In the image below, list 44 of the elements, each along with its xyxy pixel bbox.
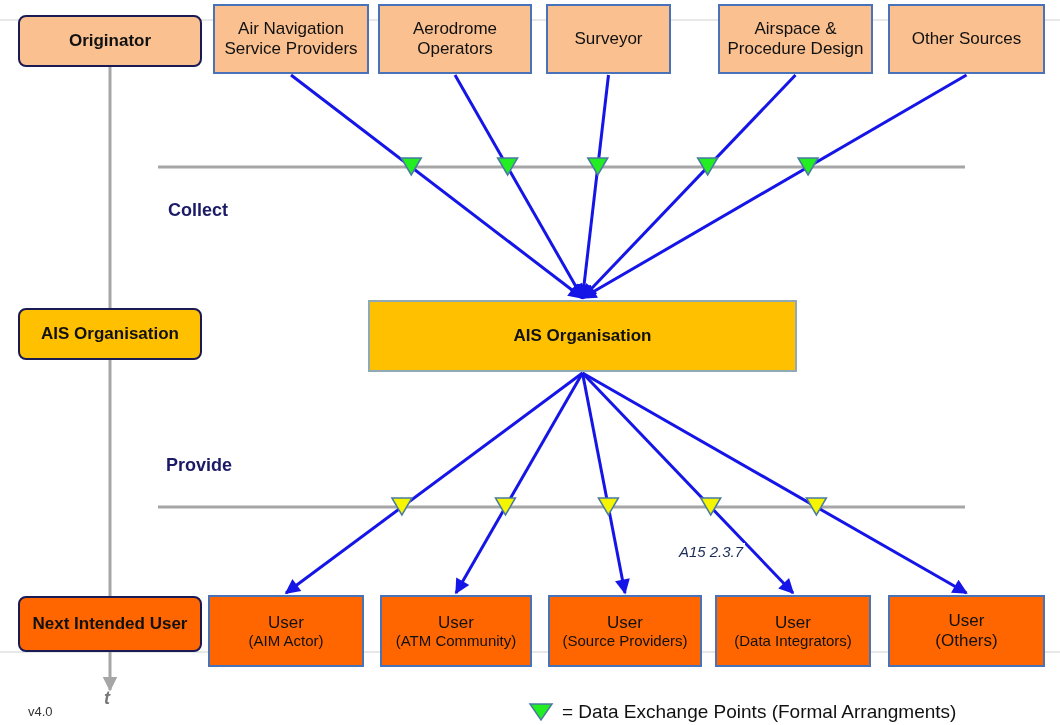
arrow: [581, 73, 968, 300]
node-label: User: [948, 611, 985, 631]
role-box: [18, 308, 202, 360]
arrow: [576, 74, 610, 300]
node-subtitle: (Data Integrators): [734, 632, 852, 650]
arrow: [453, 74, 584, 300]
role-box: [18, 15, 202, 67]
node-label: AIS Organisation: [41, 324, 179, 344]
arrow: [581, 371, 968, 595]
version-label: v4.0: [28, 704, 53, 719]
node-label: Other Sources: [911, 29, 1022, 49]
originator-box: [546, 4, 671, 74]
node-label: User: [607, 612, 643, 633]
originator-box: [378, 4, 532, 74]
user-box: [380, 595, 532, 667]
node-label: Aerodrome Operators: [411, 19, 499, 59]
role-box: [18, 596, 202, 652]
originator-box: [718, 4, 873, 74]
arrow: [581, 372, 630, 595]
node-subtitle: (Others): [935, 631, 998, 651]
user-box: [715, 595, 871, 667]
node-label: Airspace & Procedure Design: [726, 19, 865, 59]
node-subtitle: (ATM Community): [395, 632, 517, 650]
node-label: Air Navigation Service Providers: [223, 19, 359, 59]
node-label: Originator: [68, 31, 152, 51]
user-box: [888, 595, 1045, 667]
node-label: User: [775, 612, 811, 633]
originator-box: [888, 4, 1045, 74]
node-subtitle: (Source Providers): [562, 632, 688, 650]
phase-label: Provide: [166, 455, 233, 476]
node-subtitle: (AIM Actor): [248, 632, 324, 650]
node-label: User: [268, 612, 304, 633]
arrow: [454, 372, 584, 595]
user-box: [208, 595, 364, 667]
phase-label: Collect: [168, 200, 228, 221]
legend-text: = Data Exchange Points (Formal Arrangments): [562, 701, 957, 723]
axis-label: t: [104, 688, 110, 709]
node-label: Surveyor: [574, 29, 643, 49]
originator-box: [213, 4, 369, 74]
node-label: AIS Organisation: [513, 326, 652, 346]
node-label: Next Intended User: [32, 614, 188, 634]
organisation-box: [368, 300, 797, 372]
user-box: [548, 595, 702, 667]
node-label: User: [438, 612, 474, 633]
